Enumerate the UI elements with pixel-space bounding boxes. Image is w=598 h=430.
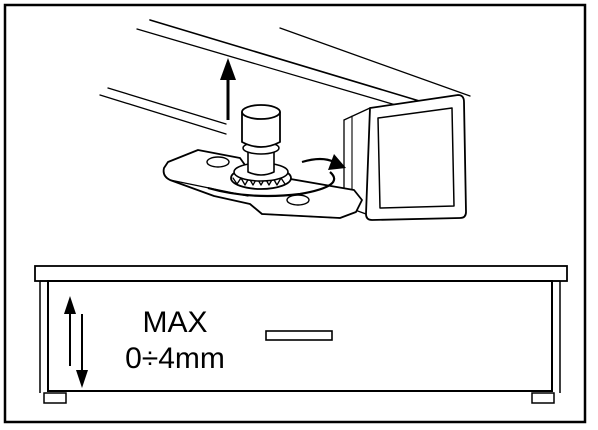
- pin-cap-top: [241, 104, 281, 120]
- rail-assembly: [99, 19, 471, 221]
- drawer-assembly: [34, 265, 568, 404]
- rail-top-edge-1: [149, 19, 457, 113]
- height-arrows: [64, 296, 88, 388]
- drawer-handle: [265, 330, 333, 341]
- rail-top-edge-2: [136, 28, 441, 119]
- rotate-arrow-head: [328, 154, 346, 170]
- height-arrow-up-head: [64, 296, 76, 314]
- rotate-arrow-arc-front: [207, 171, 336, 198]
- lift-arrow-head: [220, 58, 236, 80]
- rail-bottom-edge-1: [99, 94, 227, 135]
- rotate-arrow: [207, 154, 346, 198]
- bracket-edge-2: [261, 213, 341, 219]
- max-label: MAX: [142, 306, 207, 339]
- tube-inner: [377, 107, 455, 209]
- range-label: 0÷4mm: [125, 342, 225, 375]
- drawer-foot-right: [531, 392, 555, 404]
- drawer-top-board: [34, 265, 568, 282]
- lift-arrow: [220, 58, 236, 120]
- bracket-hole-left: [206, 156, 230, 168]
- tube-depth-1: [343, 107, 371, 121]
- rail-top-edge-3: [279, 27, 471, 97]
- height-arrow-down-head: [76, 370, 88, 388]
- drawer-foot-left: [43, 392, 67, 404]
- pin-cap: [241, 111, 281, 148]
- rail-bottom-edge-2: [107, 87, 227, 125]
